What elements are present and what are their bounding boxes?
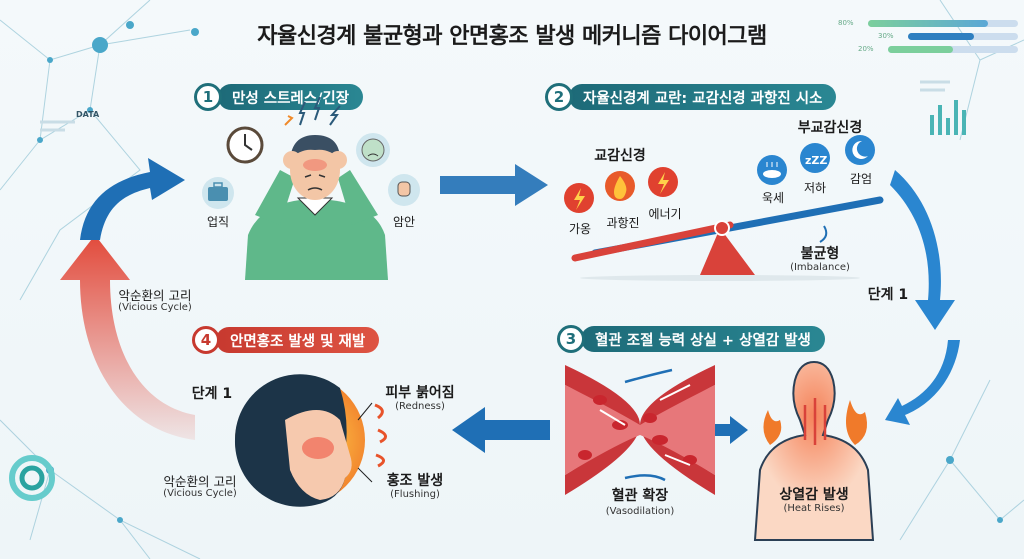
- blood-vessel-illustration: [565, 365, 715, 495]
- stage-label-left: 단계 1: [191, 386, 233, 402]
- vicious-cycle-en-label: (Vicious Cycle): [118, 302, 192, 313]
- sympathetic-label: 교감신경: [594, 148, 646, 164]
- vicious-cycle-label: 악순환의 고리: [118, 288, 192, 303]
- flow-arrow-vessel-to-body: [705, 416, 748, 444]
- vicious-cycle-arrow-blue: [80, 158, 185, 240]
- flow-arrow-2-to-3: [890, 170, 955, 330]
- vasodilation-en-label: (Vasodilation): [605, 506, 675, 517]
- steam-icon: [757, 155, 787, 185]
- imbalance-en-label: (Imbalance): [790, 262, 850, 273]
- sympathetic-item: 가옹: [568, 222, 592, 236]
- stressed-person-illustration: [245, 96, 388, 280]
- sad-face-icon: [356, 133, 390, 167]
- parasympathetic-label: 부교감신경: [797, 120, 863, 136]
- vicious-cycle-en-label: (Vicious Cycle): [163, 488, 237, 499]
- sympathetic-item: 에너기: [648, 207, 682, 221]
- heat-rises-en-label: (Heat Rises): [783, 503, 845, 514]
- decor-data-label: DATA: [76, 110, 100, 119]
- decor-bar-label: 20%: [858, 45, 874, 53]
- step-number: 4: [192, 326, 220, 354]
- heat-rises-label: 상열감 발생: [779, 487, 849, 503]
- flow-arrow-1-to-2: [440, 164, 548, 206]
- clock-icon: [226, 126, 264, 164]
- lightning-icon: [648, 167, 678, 197]
- flushed-face-illustration: [234, 374, 387, 507]
- page-title: 자율신경계 불균형과 안면홍조 발생 메커니즘 다이어그램: [257, 24, 767, 49]
- parasympathetic-item: 욱세: [761, 191, 785, 205]
- moon-icon: [845, 135, 875, 165]
- flow-arrow-3-to-4: [452, 407, 550, 453]
- decor-bar-label: 80%: [838, 19, 854, 27]
- flow-arrow-3-curve: [885, 340, 960, 425]
- parasympathetic-item: 감엄: [849, 172, 873, 186]
- step-number: 2: [545, 83, 573, 111]
- decor-ring-chart: [9, 455, 55, 501]
- decor-progress-bars: 80% 30% 20%: [838, 19, 1018, 53]
- stress-item-label: 암안: [392, 215, 416, 229]
- step-title: 자율신경계 교란: 교감신경 과항진 시소: [569, 84, 837, 110]
- flushing-en-label: (Flushing): [390, 489, 440, 500]
- trembling-hand-icon: [388, 174, 420, 206]
- vicious-cycle-label: 악순환의 고리: [163, 474, 237, 489]
- lightning-icon: [564, 183, 594, 213]
- briefcase-icon: [202, 177, 234, 209]
- svg-text:zZZ: zZZ: [805, 154, 827, 167]
- vicious-cycle-arrow-red: [60, 235, 195, 440]
- step-title: 혈관 조절 능력 상실 + 상열감 발생: [581, 326, 825, 352]
- redness-en-label: (Redness): [395, 401, 445, 412]
- step-title: 만성 스트레스/긴장: [218, 84, 364, 110]
- seesaw-illustration: [571, 196, 884, 281]
- step-number: 3: [557, 325, 585, 353]
- parasympathetic-item: 저하: [803, 181, 827, 195]
- flushing-label: 홍조 발생: [386, 473, 444, 489]
- imbalance-label: 불균형: [800, 246, 840, 262]
- step-number: 1: [194, 83, 222, 111]
- vasodilation-label: 혈관 확장: [611, 488, 669, 504]
- sympathetic-item: 과항진: [606, 216, 640, 230]
- decor-mini-bar-chart: [930, 100, 966, 135]
- stage-label-right: 단계 1: [867, 287, 909, 303]
- stress-item-label: 업직: [206, 215, 230, 229]
- step-title: 안면홍조 발생 및 재발: [216, 327, 380, 353]
- heat-rising-body-illustration: [753, 360, 875, 541]
- redness-label: 피부 붉어짐: [385, 385, 455, 401]
- sleep-zzz-icon: zZZ: [800, 143, 830, 173]
- fire-icon: [605, 171, 635, 201]
- decor-bar-label: 30%: [878, 32, 894, 40]
